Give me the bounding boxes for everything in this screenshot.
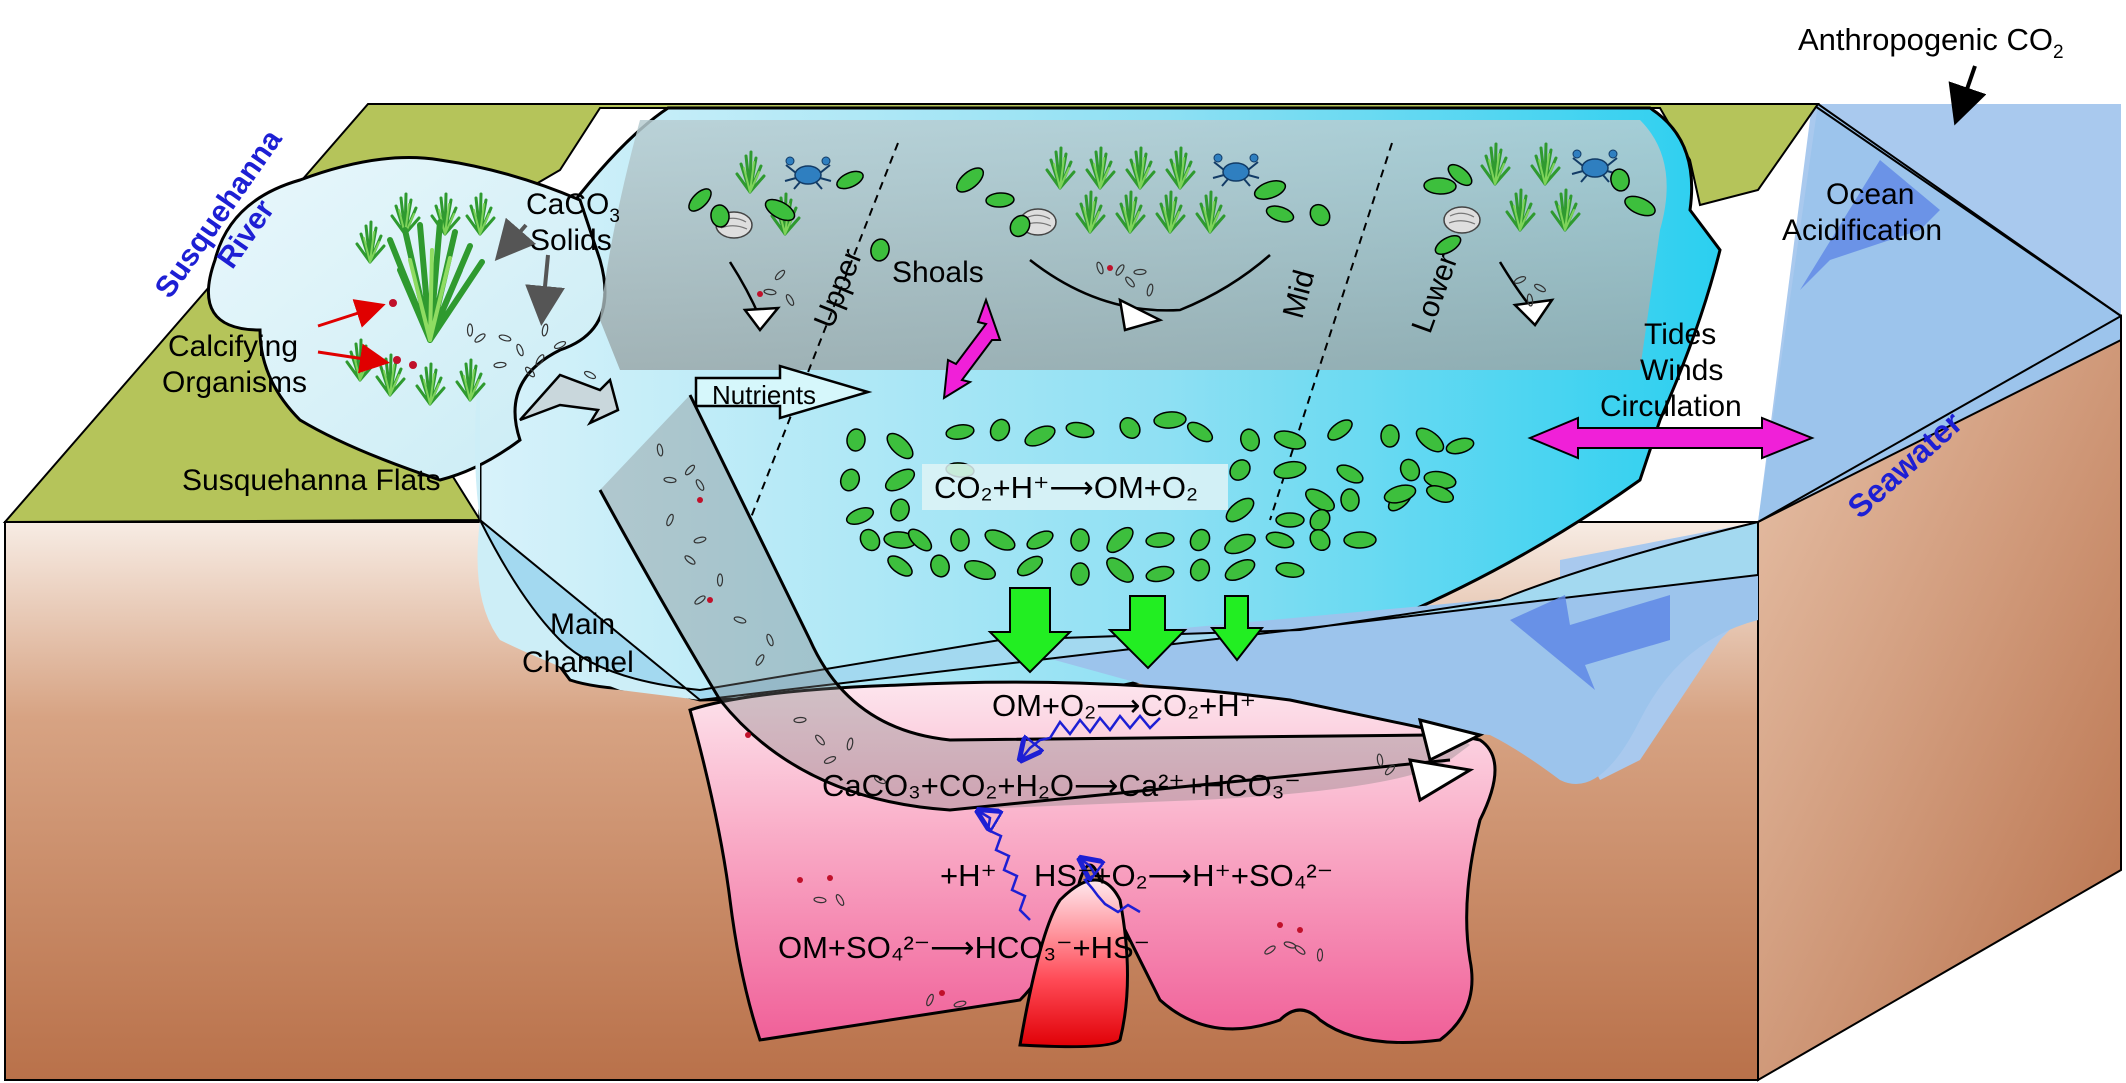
sediment-transport-band [598,394,1485,812]
svg-text:Channel: Channel [522,646,634,679]
anthropogenic-co2-arrow [1948,65,1987,126]
shoals-label: Shoals [892,256,984,289]
svg-text:Calcifying: Calcifying [168,330,298,363]
shoals-exchange-arrow [942,297,1002,400]
big-seagrass-icon [387,219,485,343]
photosynthesis-reaction: CO₂+H⁺⟶OM+O₂ [922,464,1228,510]
sulfate-reduction-reaction: OM+SO₄²⁻⟶HCO₃⁻+HS⁻ [778,930,1150,965]
reaction-feedback-arrows [980,713,1161,921]
svg-text:Anthropogenic CO2: Anthropogenic CO2 [1798,22,2064,63]
ocean-acidification-arrow [1800,160,1940,290]
caco3-pointer-arrows [494,217,565,326]
settling-arrows [987,587,1265,674]
svg-text:CO₂+H⁺⟶OM+O₂: CO₂+H⁺⟶OM+O₂ [934,470,1198,505]
nutrients-arrow[interactable] [694,364,873,420]
anthropogenic-co2-label: Anthropogenic CO2 [1798,22,2064,63]
svg-text:Solids: Solids [530,224,612,257]
carbonate-dissolution-reaction: CaCO₃+CO₂+H₂O⟶Ca²⁺+HCO₃⁻ [822,768,1301,803]
deposition-arrows [728,254,1555,333]
svg-text:Ocean: Ocean [1826,178,1914,211]
calcifying-pointer-arrows [317,299,390,374]
sulfidic-red-zone [1018,878,1129,1049]
svg-text:Organisms: Organisms [162,366,307,399]
channel-water [479,519,1759,702]
respiration-reaction: OM+O₂⟶CO₂+H⁺ [992,688,1256,723]
svg-text:Circulation: Circulation [1600,390,1742,423]
tides-exchange-arrow [1527,416,1815,460]
tides-winds-circulation-label: Tides Winds Circulation [1600,318,1742,423]
svg-text:Winds: Winds [1640,354,1723,387]
seawater-inflow-arrow [1510,595,1670,690]
main-channel-label: Main Channel [522,608,634,679]
flats-outflow-arrow [519,373,620,426]
nutrients-label[interactable]: Nutrients [712,380,816,410]
svg-text:Acidification: Acidification [1782,214,1942,247]
svg-text:Tides: Tides [1644,318,1716,351]
ocean-acidification-label: Ocean Acidification [1782,178,1942,247]
caco3-solids-label: CaCO3 Solids [526,188,620,257]
phytoplankton-icon [688,163,1656,586]
susquehanna-flats-label: Susquehanna Flats [182,464,441,497]
shell-fragment-icon [466,261,1546,1008]
zone-dividers [749,142,1393,521]
sulfide-oxidation-reaction: HS⁻+O₂⟶H⁺+SO₄²⁻ [1034,858,1333,893]
shoals-band [600,120,1667,370]
svg-text:CaCO3: CaCO3 [526,188,620,227]
svg-text:Main: Main [550,608,615,641]
proton-label: +H⁺ [940,858,997,893]
calcifying-organisms-label: Calcifying Organisms [162,330,307,399]
